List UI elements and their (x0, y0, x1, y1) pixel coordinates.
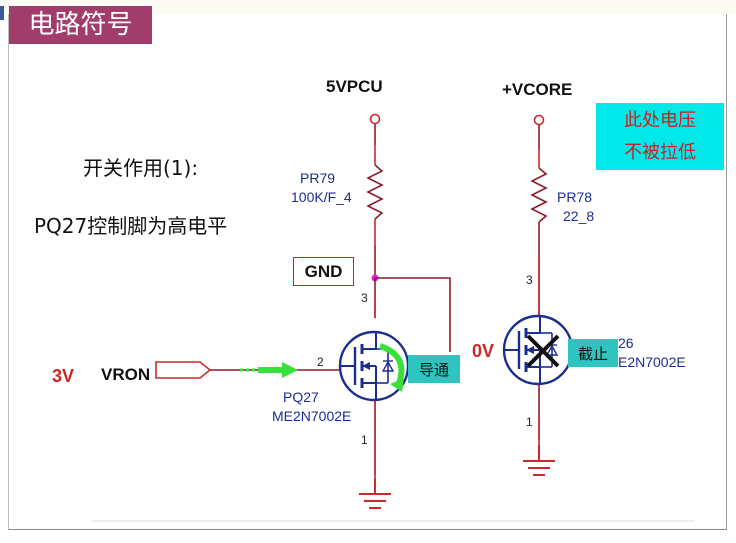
pr78-resistor (530, 167, 548, 223)
pq27-state-tag: 导通 (408, 355, 460, 383)
slide-canvas (8, 14, 727, 530)
pq27-ref: PQ27 (283, 389, 319, 405)
right-gate-voltage-label: 0V (472, 341, 495, 361)
slide-edge-marker (0, 6, 4, 20)
voltage-note-box: 此处电压 不被拉低 (596, 103, 724, 170)
gnd-net-tag: GND (293, 257, 354, 286)
vcore-terminal (533, 114, 545, 126)
vcore-label: +VCORE (502, 80, 573, 99)
ground-symbol-left (359, 478, 391, 509)
pq27-pin-drain: 3 (361, 291, 368, 305)
pq26-pin-source: 1 (526, 415, 533, 429)
pr78-value: 22_8 (563, 208, 595, 224)
vron-label: VRON (101, 365, 151, 384)
5vpcu-label: 5VPCU (326, 77, 383, 96)
pq26-state-tag: 截止 (568, 339, 618, 367)
pq26-mosfet (502, 314, 574, 386)
gate-current-arrow-head (282, 362, 298, 378)
pr79-value: 100K/F_4 (291, 189, 352, 205)
pq27-pin-source: 1 (361, 433, 368, 447)
pr79-ref: PR79 (300, 170, 336, 186)
gate-voltage-label: 3V (52, 366, 75, 386)
gate-condition-label: PQ27控制脚为高电平 (34, 214, 228, 238)
note-line-2: 不被拉低 (624, 141, 696, 163)
5vpcu-terminal (369, 113, 381, 125)
pr78-ref: PR78 (557, 189, 593, 205)
pq27-pin-gate: 2 (317, 355, 324, 369)
pq26-part: E2N7002E (618, 354, 686, 370)
pq26-ref: 26 (618, 335, 634, 351)
vron-port (155, 361, 212, 379)
switch-function-label: 开关作用(1): (83, 156, 199, 180)
ground-symbol-right (523, 445, 555, 476)
pq27-mosfet (338, 330, 410, 402)
note-line-1: 此处电压 (624, 110, 696, 131)
pq26-pin-drain: 3 (526, 273, 533, 287)
pq27-part: ME2N7002E (272, 408, 352, 424)
slide-title: 电路符号 (9, 6, 152, 44)
pr79-resistor (366, 164, 384, 220)
wire-junction-to-0v (375, 277, 451, 352)
